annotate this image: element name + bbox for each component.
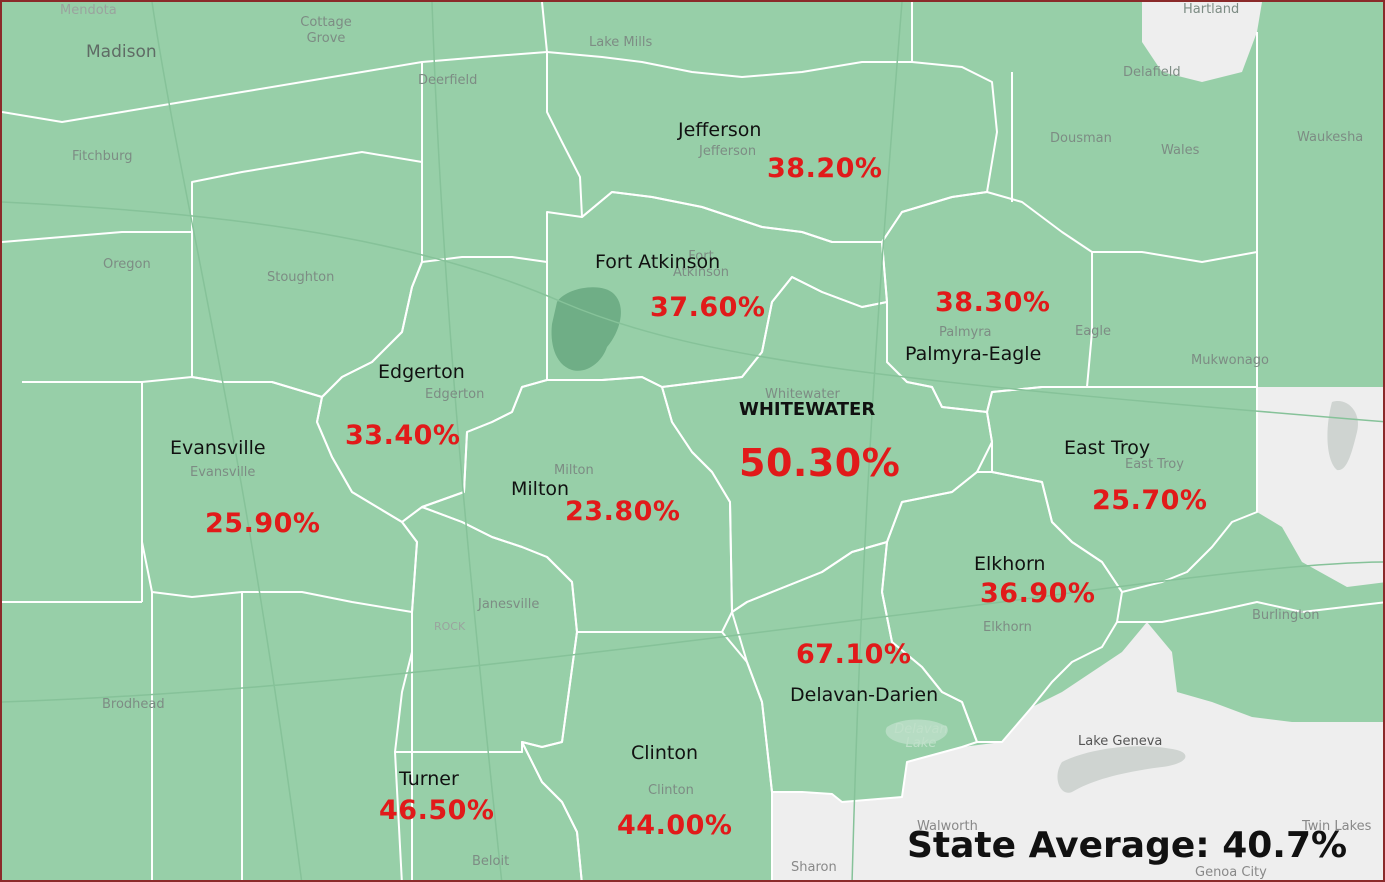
place-label: Waukesha xyxy=(1297,130,1364,145)
place-label: Clinton xyxy=(648,783,694,798)
outside-region-northeast xyxy=(1142,2,1262,82)
place-label: Whitewater xyxy=(765,387,840,402)
boundary-south-misc xyxy=(241,592,1383,880)
district-name-palmyra-eagle: Palmyra-Eagle xyxy=(905,343,1042,365)
place-label: Evansville xyxy=(190,465,256,480)
place-label: Janesville xyxy=(478,597,540,612)
place-label: Elkhorn xyxy=(983,620,1032,635)
district-name-whitewater: WHITEWATER xyxy=(739,399,876,420)
place-label: Hartland xyxy=(1183,2,1240,17)
place-label: Fort Atkinson xyxy=(672,249,730,280)
district-name-clinton: Clinton xyxy=(631,742,698,764)
district-name-turner: Turner xyxy=(399,768,459,790)
place-label: Walworth xyxy=(917,819,978,834)
place-label: East Troy xyxy=(1125,457,1184,472)
district-percent-east-troy: 25.70% xyxy=(1092,485,1208,516)
road-1 xyxy=(2,201,1383,423)
place-label: Deerfield xyxy=(418,73,478,88)
place-label: Burlington xyxy=(1252,608,1320,623)
district-percent-palmyra-eagle: 38.30% xyxy=(935,287,1051,318)
district-name-evansville: Evansville xyxy=(170,437,266,459)
boundary-janesville xyxy=(394,506,578,753)
district-percent-clinton: 44.00% xyxy=(617,810,733,841)
place-label: Oregon xyxy=(103,257,151,272)
lake-geneva xyxy=(1057,746,1186,793)
place-label: Palmyra xyxy=(939,325,992,340)
place-label: Genoa City xyxy=(1195,865,1267,880)
place-label: ROCK xyxy=(434,620,466,633)
place-label: Lake Mills xyxy=(589,35,653,50)
place-label: Cottage Grove xyxy=(300,15,352,46)
district-name-delavan-darien: Delavan-Darien xyxy=(790,684,939,706)
place-label: Twin Lakes xyxy=(1302,819,1372,834)
district-percent-milton: 23.80% xyxy=(565,496,681,527)
district-percent-edgerton: 33.40% xyxy=(345,420,461,451)
place-label: Beloit xyxy=(472,854,510,869)
place-label: Madison xyxy=(86,42,157,62)
district-percent-whitewater: 50.30% xyxy=(739,441,901,485)
district-percent-fort-atkinson: 37.60% xyxy=(650,292,766,323)
place-label: Milton xyxy=(554,463,594,478)
place-label: Mukwonago xyxy=(1191,353,1269,368)
road-2 xyxy=(151,2,303,880)
place-label: Jefferson xyxy=(699,144,757,159)
district-percent-jefferson: 38.20% xyxy=(767,153,883,184)
boundary-north-misc xyxy=(2,2,1258,387)
district-percent-turner: 46.50% xyxy=(379,795,495,826)
district-name-edgerton: Edgerton xyxy=(378,361,465,383)
place-label: Wales xyxy=(1161,143,1200,158)
district-percent-evansville: 25.90% xyxy=(205,508,321,539)
district-name-east-troy: East Troy xyxy=(1064,437,1151,459)
boundary-delavan-darien xyxy=(731,541,978,803)
district-name-elkhorn: Elkhorn xyxy=(974,553,1046,575)
district-name-milton: Milton xyxy=(511,478,570,500)
state-average-label: State Average: 40.7% xyxy=(907,825,1348,866)
district-percent-elkhorn: 36.90% xyxy=(980,578,1096,609)
place-label: Sharon xyxy=(791,860,837,875)
outside-region-southeast xyxy=(772,622,1383,880)
road-4 xyxy=(2,561,1383,703)
place-label: Delafield xyxy=(1123,65,1181,80)
place-label: Lake Geneva xyxy=(1078,734,1163,749)
place-label: Mendota xyxy=(60,3,117,18)
boundary-stoughton xyxy=(191,151,423,398)
place-label: Eagle xyxy=(1075,324,1112,339)
district-name-fort-atkinson: Fort Atkinson xyxy=(595,251,721,273)
place-label: Dousman xyxy=(1050,131,1112,146)
place-label: Brodhead xyxy=(102,697,165,712)
boundary-west xyxy=(2,231,192,880)
place-label: Stoughton xyxy=(267,270,335,285)
place-label: Delavan Lake xyxy=(894,722,948,752)
place-label: Fitchburg xyxy=(72,149,133,164)
road-5 xyxy=(851,2,903,880)
district-name-jefferson: Jefferson xyxy=(678,119,762,141)
delavan-lake xyxy=(885,719,948,745)
district-percent-delavan-darien: 67.10% xyxy=(796,639,912,670)
lake-koshkonong xyxy=(551,287,621,371)
place-label: Edgerton xyxy=(425,387,485,402)
road-3 xyxy=(431,2,503,880)
